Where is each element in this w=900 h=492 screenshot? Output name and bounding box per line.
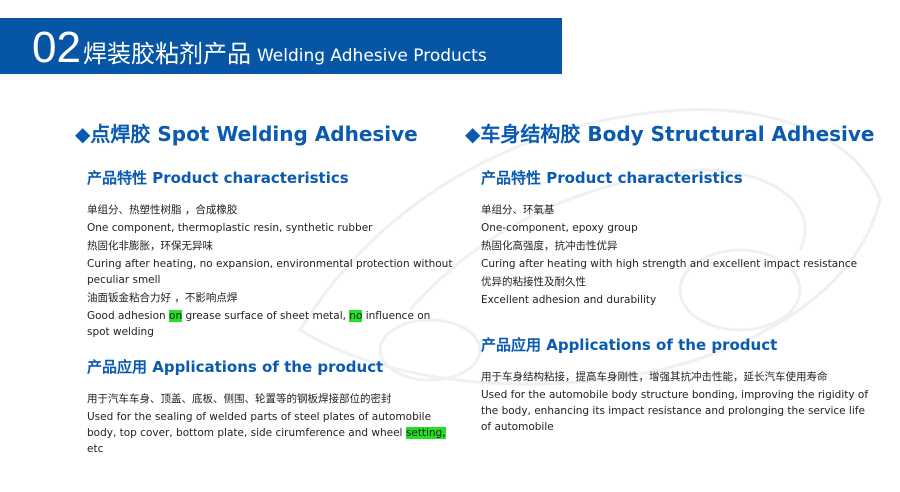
highlighted-text: setting, bbox=[405, 427, 446, 439]
text-line: 用于汽车车身、顶盖、底板、侧围、轮置等的钢板焊接部位的密封 bbox=[87, 391, 455, 407]
left-characteristics-list: 单组分、热塑性树脂 ，合成橡胶 One component, thermoplas… bbox=[87, 202, 455, 340]
text-line: Curing after heating, no expansion, envi… bbox=[87, 256, 455, 288]
section-number: 02 bbox=[32, 23, 81, 72]
text-line: Excellent adhesion and durability bbox=[481, 292, 877, 308]
highlighted-text: no bbox=[349, 310, 363, 322]
text-line: Good adhesion on grease surface of sheet… bbox=[87, 308, 455, 340]
text-segment: 热固化高强度，抗冲击性优异 bbox=[481, 240, 618, 252]
right-characteristics-list: 单组分、环氧基 One-component, epoxy group 热固化高强度，… bbox=[481, 202, 877, 308]
text-line: 油面钣金粘合力好 ，不影响点焊 bbox=[87, 290, 455, 306]
text-segment: One-component, epoxy group bbox=[481, 222, 638, 234]
header-bar: 02 焊装胶粘剂产品 Welding Adhesive Products bbox=[0, 18, 562, 74]
text-segment: influence on spot welding bbox=[87, 310, 431, 338]
text-segment: 油面钣金粘合力好 ，不影响点焊 bbox=[87, 292, 238, 304]
text-segment: Good adhesion bbox=[87, 310, 170, 322]
body-structural-title: ◆车身结构胶 Body Structural Adhesive bbox=[465, 122, 875, 146]
body-structural-section: ◆车身结构胶 Body Structural Adhesive 产品特性 Pro… bbox=[465, 118, 877, 437]
text-line: 优异的粘接性及耐久性 bbox=[481, 274, 877, 290]
text-segment: 单组分、热塑性树脂 ，合成橡胶 bbox=[87, 204, 238, 216]
text-segment: grease surface of sheet metal, bbox=[182, 310, 350, 322]
text-segment: 优异的粘接性及耐久性 bbox=[481, 276, 586, 288]
text-segment: Excellent adhesion and durability bbox=[481, 294, 657, 306]
text-segment: etc bbox=[87, 443, 104, 455]
text-line: 热固化非膨胀，环保无异味 bbox=[87, 238, 455, 254]
right-characteristics-title: 产品特性 Product characteristics bbox=[481, 169, 743, 187]
text-segment: One component, thermoplastic resin, synt… bbox=[87, 222, 373, 234]
section-title-en: Welding Adhesive Products bbox=[256, 46, 487, 66]
text-line: 热固化高强度，抗冲击性优异 bbox=[481, 238, 877, 254]
text-line: One-component, epoxy group bbox=[481, 220, 877, 236]
text-line: Used for the automobile body structure b… bbox=[481, 387, 877, 435]
text-line: 单组分、热塑性树脂 ，合成橡胶 bbox=[87, 202, 455, 218]
text-segment: 热固化非膨胀，环保无异味 bbox=[87, 240, 213, 252]
text-segment: 单组分、环氧基 bbox=[481, 204, 555, 216]
text-line: 用于车身结构粘接，提高车身刚性，增强其抗冲击性能，延长汽车使用寿命 bbox=[481, 369, 877, 385]
highlighted-text: on bbox=[169, 310, 183, 322]
text-segment: 用于车身结构粘接，提高车身刚性，增强其抗冲击性能，延长汽车使用寿命 bbox=[481, 371, 828, 383]
section-title-cn: 焊装胶粘剂产品 bbox=[82, 40, 251, 68]
text-line: 单组分、环氧基 bbox=[481, 202, 877, 218]
text-line: Used for the sealing of welded parts of … bbox=[87, 409, 455, 457]
text-segment: Used for the automobile body structure b… bbox=[481, 389, 869, 433]
text-segment: Used for the sealing of welded parts of … bbox=[87, 411, 432, 439]
text-line: Curing after heating with high strength … bbox=[481, 256, 877, 272]
text-segment: Curing after heating with high strength … bbox=[481, 258, 858, 270]
text-line: One component, thermoplastic resin, synt… bbox=[87, 220, 455, 236]
left-characteristics-title: 产品特性 Product characteristics bbox=[87, 169, 349, 187]
right-applications-list: 用于车身结构粘接，提高车身刚性，增强其抗冲击性能，延长汽车使用寿命 Used fo… bbox=[481, 369, 877, 435]
left-applications-title: 产品应用 Applications of the product bbox=[87, 358, 384, 376]
right-applications-title: 产品应用 Applications of the product bbox=[481, 336, 778, 354]
left-applications-list: 用于汽车车身、顶盖、底板、侧围、轮置等的钢板焊接部位的密封 Used for th… bbox=[87, 391, 455, 457]
text-segment: Curing after heating, no expansion, envi… bbox=[87, 258, 453, 286]
car-watermark-icon bbox=[297, 108, 882, 386]
spot-welding-section: ◆点焊胶 Spot Welding Adhesive 产品特性 Product … bbox=[75, 118, 455, 459]
text-segment: 用于汽车车身、顶盖、底板、侧围、轮置等的钢板焊接部位的密封 bbox=[87, 393, 392, 405]
spot-welding-title: ◆点焊胶 Spot Welding Adhesive bbox=[75, 122, 418, 146]
